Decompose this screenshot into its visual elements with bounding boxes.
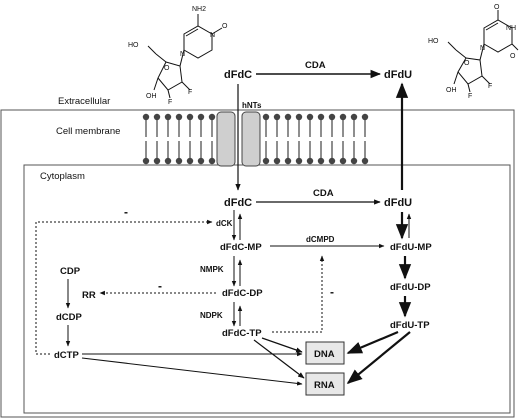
struct-right-f1: F xyxy=(488,83,492,90)
rr-label: RR xyxy=(82,290,96,301)
nmpk-label: NMPK xyxy=(200,265,224,274)
dcdp: dCDP xyxy=(56,312,83,323)
dck-label: dCK xyxy=(216,219,233,228)
hnts-label: hNTs xyxy=(242,101,262,110)
lipid-head xyxy=(175,157,183,165)
lipid-head xyxy=(339,157,347,165)
struct-left-nh2: NH2 xyxy=(192,6,206,13)
cda-extracellular-label: CDA xyxy=(305,60,326,71)
struct-right-n1: N xyxy=(480,45,485,52)
lipid-head xyxy=(164,113,172,121)
cytoplasm-label: Cytoplasm xyxy=(40,171,85,182)
lipid-head xyxy=(306,157,314,165)
cytoplasm-boundary xyxy=(23,164,511,414)
lipid-head xyxy=(306,113,314,121)
dctp: dCTP xyxy=(54,350,79,361)
dna-box xyxy=(305,341,345,365)
struct-left-n1: N xyxy=(180,51,185,58)
dfdu-tp: dFdU-TP xyxy=(390,320,430,331)
lipid-head xyxy=(197,113,205,121)
struct-left-oh: OH xyxy=(146,93,157,100)
dfdu-arrows xyxy=(395,212,412,318)
lipid-head xyxy=(361,113,369,121)
dfdu-structure xyxy=(447,10,519,93)
rna-box xyxy=(305,372,345,396)
dfdu-mp: dFdU-MP xyxy=(390,242,432,253)
struct-left-f1: F xyxy=(188,89,192,96)
lipid-head xyxy=(153,157,161,165)
lipid-head xyxy=(295,157,303,165)
struct-left-ho: HO xyxy=(128,42,139,49)
gemcitabine-structure xyxy=(147,14,223,99)
struct-left-n2: N xyxy=(210,32,215,39)
struct-right-ho: HO xyxy=(428,38,439,45)
lipid-head xyxy=(197,157,205,165)
cell-boundary xyxy=(0,109,515,418)
rr-inhibition-symbol: - xyxy=(158,279,162,293)
lipid-head xyxy=(142,157,150,165)
struct-right-nh: NH xyxy=(506,25,516,32)
transporter-left xyxy=(216,111,236,167)
lipid-head xyxy=(142,113,150,121)
lipid-head xyxy=(186,113,194,121)
lipid-head xyxy=(153,113,161,121)
lipid-head xyxy=(350,157,358,165)
dfdc-dp: dFdC-DP xyxy=(222,288,263,299)
cdp: CDP xyxy=(60,266,81,277)
lipid-head xyxy=(284,157,292,165)
lipid-head xyxy=(350,113,358,121)
lipid-head xyxy=(328,113,336,121)
lipid-head xyxy=(295,113,303,121)
lipid-head xyxy=(317,113,325,121)
cell-membrane-label: Cell membrane xyxy=(56,126,120,137)
lipid-head xyxy=(186,157,194,165)
dfdu-dp: dFdU-DP xyxy=(390,282,431,293)
phosphorylation-arrows xyxy=(231,210,243,327)
cda-intracellular-label: CDA xyxy=(313,188,334,199)
lipid-head xyxy=(273,157,281,165)
dcmpd-inhibition-arrow xyxy=(272,255,325,333)
lipid-head xyxy=(361,157,369,165)
lipid-head xyxy=(339,113,347,121)
struct-left-f2: F xyxy=(168,99,172,106)
incorporation-arrows xyxy=(81,330,411,386)
extracellular-label: Extracellular xyxy=(58,96,110,107)
struct-right-o: O xyxy=(510,53,516,60)
struct-left-o: O xyxy=(222,23,228,30)
lipid-head xyxy=(328,157,336,165)
lipid-bilayer xyxy=(142,113,369,165)
dfdu-intracellular: dFdU xyxy=(384,197,412,209)
struct-right-o-top: O xyxy=(494,4,500,11)
lipid-head xyxy=(317,157,325,165)
transporter-right xyxy=(241,111,261,167)
dck-inhibition-arrow xyxy=(35,219,213,355)
dna-label: DNA xyxy=(314,349,335,360)
dfdc-mp: dFdC-MP xyxy=(220,242,262,253)
dfdc-tp: dFdC-TP xyxy=(222,328,262,339)
struct-left-ring-o: O xyxy=(164,65,170,72)
lipid-head xyxy=(262,157,270,165)
dfdu-extracellular: dFdU xyxy=(384,69,412,81)
struct-right-f2: F xyxy=(468,93,472,100)
lipid-head xyxy=(164,157,172,165)
lipid-head xyxy=(262,113,270,121)
ndpk-label: NDPK xyxy=(200,311,223,320)
lipid-head xyxy=(273,113,281,121)
struct-right-oh: OH xyxy=(446,87,457,94)
struct-right-ring-o: O xyxy=(464,60,470,67)
rna-label: RNA xyxy=(314,380,335,391)
dfdc-extracellular: dFdC xyxy=(224,69,252,81)
dck-inhibition-symbol: - xyxy=(124,205,128,219)
dcmpd-label: dCMPD xyxy=(306,235,335,244)
dfdc-intracellular: dFdC xyxy=(224,197,252,209)
lipid-head xyxy=(208,113,216,121)
dcmpd-inhibition-symbol: - xyxy=(330,285,334,299)
lipid-head xyxy=(208,157,216,165)
lipid-head xyxy=(175,113,183,121)
lipid-head xyxy=(284,113,292,121)
